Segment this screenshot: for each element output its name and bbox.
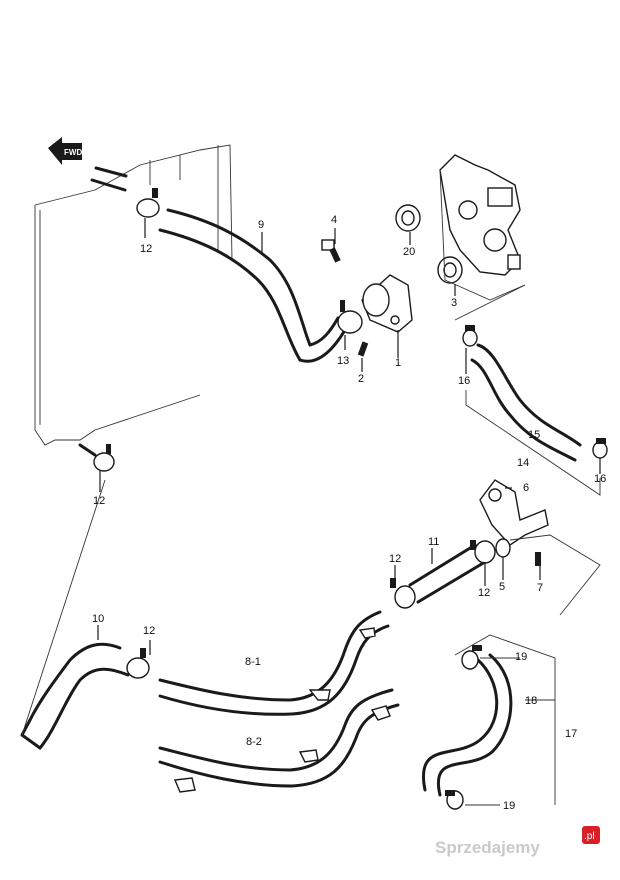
callout-19-a: 19 <box>515 651 527 663</box>
thermostat-housing <box>361 274 413 333</box>
fwd-label: FWD <box>64 148 82 157</box>
callout-16-b: 16 <box>594 473 606 485</box>
callout-12-e: 12 <box>143 625 155 637</box>
callout-15: 15 <box>528 429 540 441</box>
callout-12-a: 12 <box>140 243 152 255</box>
callout-19-b: 19 <box>503 800 515 812</box>
clamp-13 <box>337 300 363 334</box>
hose-11 <box>390 540 496 609</box>
callout-12-c: 12 <box>389 553 401 565</box>
water-outlet-housing <box>439 154 526 301</box>
upper-radiator-hose <box>90 166 347 363</box>
callout-2: 2 <box>358 373 364 385</box>
callouts: 12 9 4 20 1 13 2 3 16 15 14 16 12 6 11 1… <box>92 214 606 812</box>
callout-12-d: 12 <box>478 587 490 599</box>
gasket-20 <box>395 204 421 232</box>
callout-18: 18 <box>525 695 537 707</box>
callout-16-a: 16 <box>458 375 470 387</box>
watermark: Sprzedajemy .pl <box>435 826 600 857</box>
callout-13: 13 <box>337 355 349 367</box>
callout-10: 10 <box>92 613 104 625</box>
bypass-hose-15 <box>454 284 608 496</box>
oring-5 <box>495 538 511 558</box>
watermark-badge <box>582 826 600 844</box>
callout-20: 20 <box>403 246 415 258</box>
clamp-12-lower <box>126 648 150 679</box>
watermark-text: Sprzedajemy <box>435 838 540 857</box>
callout-4: 4 <box>331 214 337 226</box>
callout-11: 11 <box>428 536 439 548</box>
callout-8-1: 8-1 <box>245 656 261 668</box>
clamp-12-top <box>136 188 160 218</box>
callout-1: 1 <box>395 357 401 369</box>
lower-radiator-hose <box>20 479 130 750</box>
pipe-8-2 <box>158 688 400 793</box>
watermark-suffix: .pl <box>584 831 595 842</box>
callout-3: 3 <box>451 297 457 309</box>
bolt-7 <box>509 534 601 616</box>
fwd-arrow: FWD <box>48 137 82 165</box>
temp-sensor-4 <box>321 239 341 263</box>
radiator-outline <box>34 144 233 446</box>
callout-14: 14 <box>517 457 529 469</box>
callout-5: 5 <box>499 581 505 593</box>
inlet-housing-6 <box>479 479 549 546</box>
callout-17: 17 <box>565 728 577 740</box>
callout-6: 6 <box>523 482 529 494</box>
hose-18 <box>422 634 556 810</box>
bolt-2 <box>357 341 369 357</box>
leader-lines <box>97 218 601 655</box>
pipe-8-1 <box>158 610 390 716</box>
callout-7: 7 <box>537 582 543 594</box>
oring-3 <box>437 256 463 284</box>
clamp-12-left <box>78 443 115 472</box>
callout-12-b: 12 <box>93 495 105 507</box>
callout-9: 9 <box>258 219 264 231</box>
callout-8-2: 8-2 <box>246 736 262 748</box>
